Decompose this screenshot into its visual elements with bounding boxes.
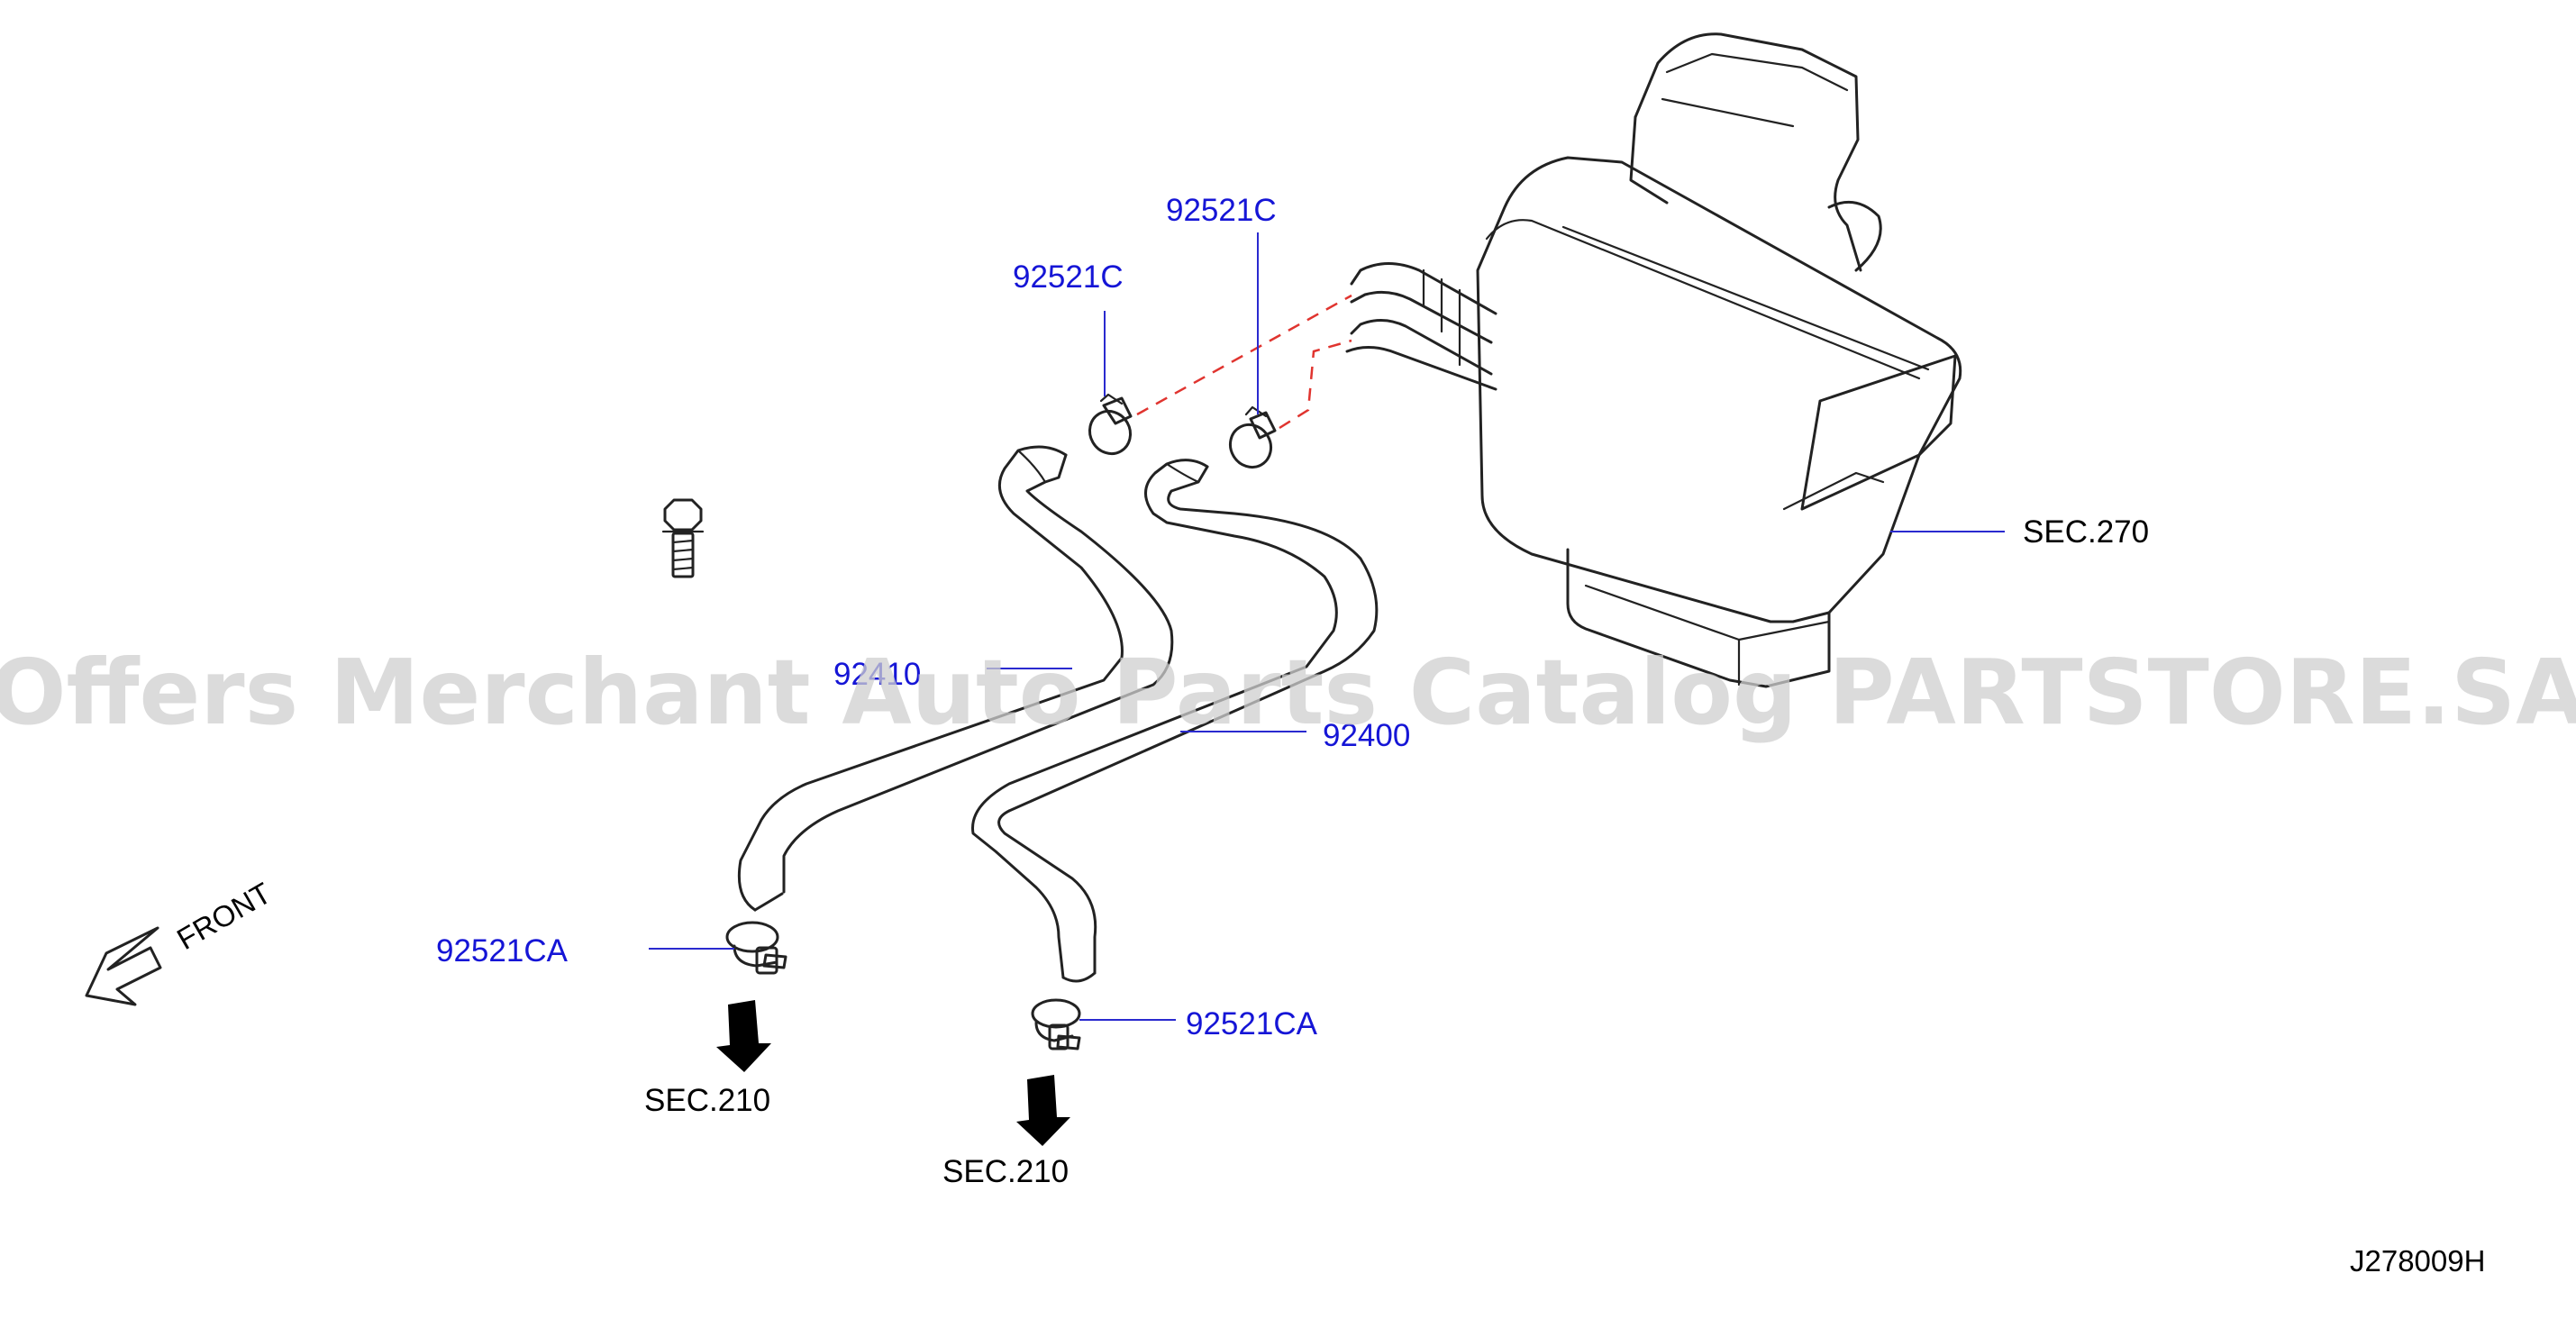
clamp-upper-right xyxy=(1228,405,1277,469)
hose-92410 xyxy=(737,445,1174,912)
clamp-upper-left xyxy=(1088,393,1133,456)
label-92521c-upper-left: 92521C xyxy=(1013,259,1124,295)
watermark: Offers Merchant Auto Parts Catalog PARTS… xyxy=(0,640,2576,745)
label-92521ca-lower-right: 92521CA xyxy=(1186,1006,1318,1041)
front-arrow-icon xyxy=(85,926,162,1006)
label-92521c-upper-right: 92521C xyxy=(1166,193,1277,228)
label-92521ca-lower-left: 92521CA xyxy=(436,933,569,969)
label-sec-270: SEC.270 xyxy=(2023,514,2149,550)
hose-92400 xyxy=(971,459,1379,983)
label-sec-210-right: SEC.210 xyxy=(942,1154,1069,1189)
label-92400: 92400 xyxy=(1323,718,1410,753)
arrow-down-right xyxy=(1016,1075,1070,1146)
clamp-lower-right xyxy=(1031,998,1081,1050)
label-front: FRONT xyxy=(171,876,277,956)
label-sec-210-left: SEC.210 xyxy=(644,1083,770,1118)
arrow-down-left xyxy=(716,1000,771,1072)
connection-guide-rear xyxy=(1279,339,1352,430)
clamp-lower-left xyxy=(725,921,787,975)
heater-unit xyxy=(1345,32,1962,688)
label-92410: 92410 xyxy=(833,657,921,692)
bolt xyxy=(661,498,705,578)
connection-guide-front xyxy=(1136,294,1352,416)
diagram-code: J278009H xyxy=(2350,1244,2485,1278)
